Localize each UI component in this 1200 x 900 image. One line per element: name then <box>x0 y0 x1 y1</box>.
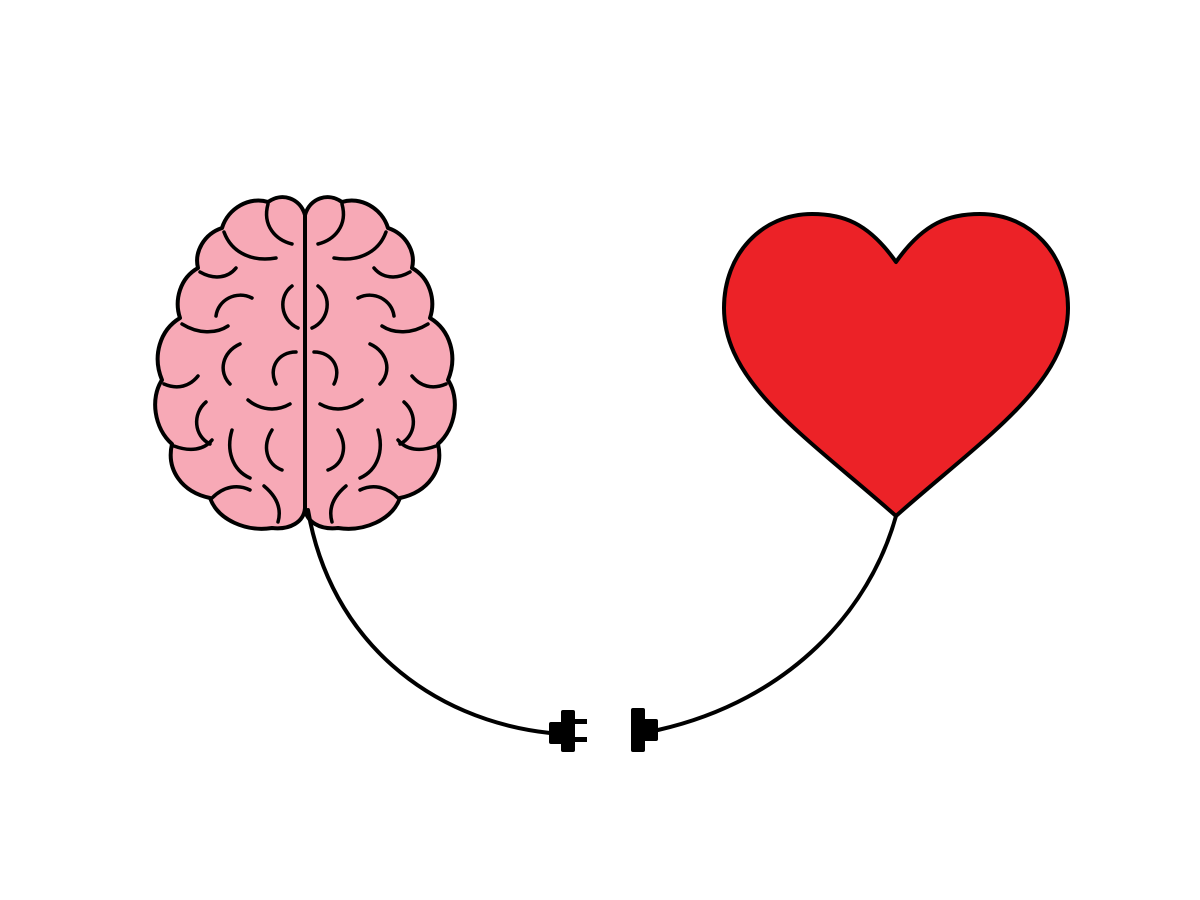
plug-icon <box>549 710 587 752</box>
socket-icon <box>631 708 658 752</box>
heart-icon <box>722 212 1070 518</box>
heart-cable <box>656 514 898 732</box>
brain-right-folds <box>310 202 448 524</box>
brain-cable <box>306 508 552 735</box>
brain-left-hemisphere <box>153 195 307 531</box>
brain-right-hemisphere <box>303 195 457 531</box>
brain-left-folds <box>162 202 300 524</box>
brain-icon <box>153 195 457 531</box>
